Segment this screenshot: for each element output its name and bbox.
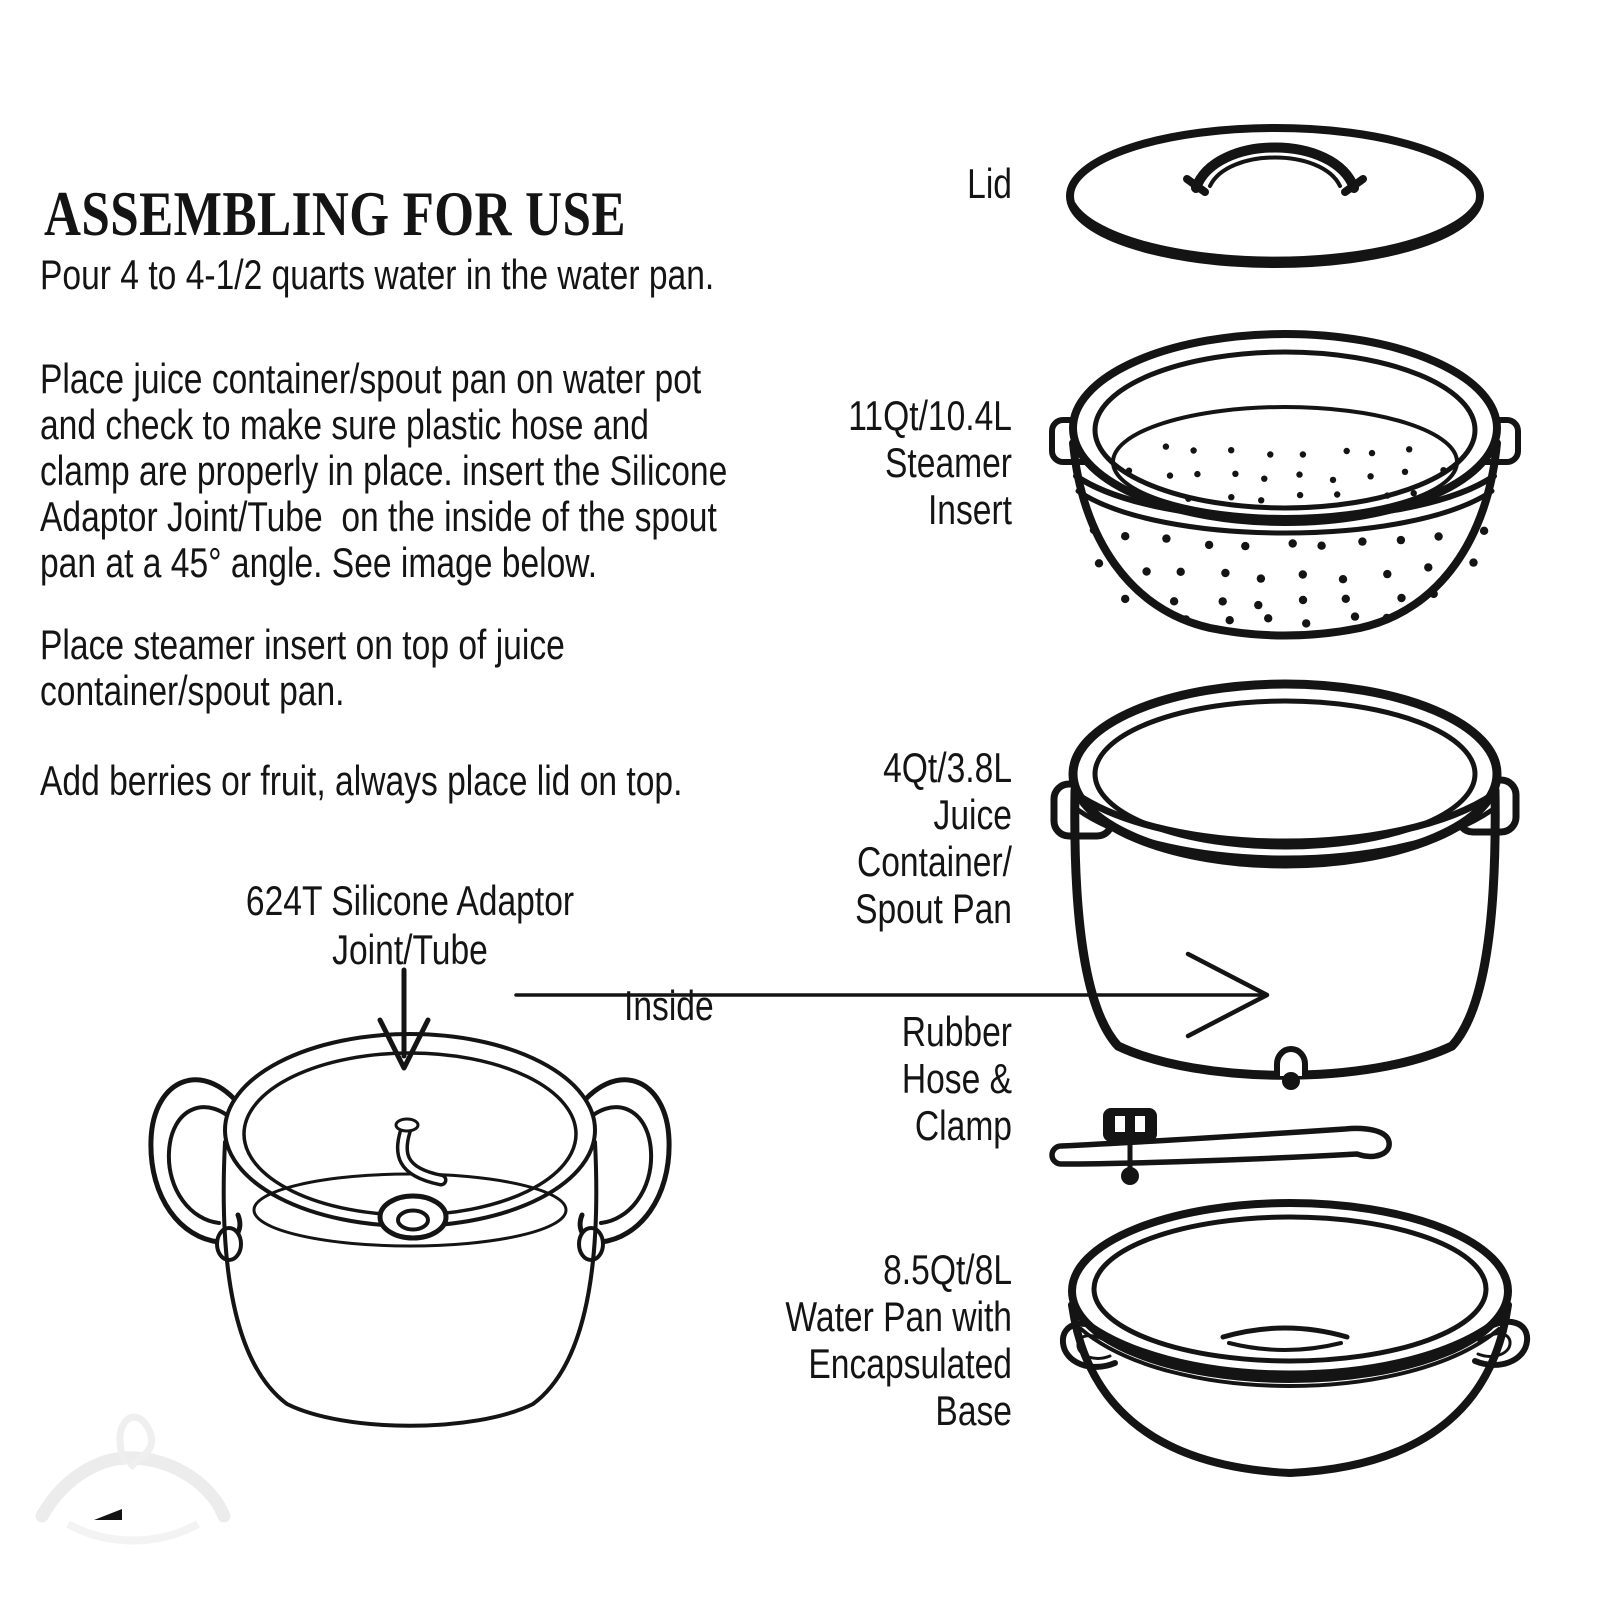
part-label-water-pan: 8.5Qt/8L Water Pan with Encapsulated Bas… (785, 1246, 1012, 1434)
water-pan-shapes (1059, 1199, 1531, 1477)
instruction-paragraph-1: Pour 4 to 4-1/2 quarts water in the wate… (40, 251, 715, 298)
adaptor-callout-label: 624T Silicone Adaptor Joint/Tube (245, 877, 575, 973)
down-arrow-shapes (377, 967, 431, 1071)
lid-handle (1191, 142, 1359, 193)
watermark-logo (35, 1413, 231, 1545)
instruction-paragraph-4: Add berries or fruit, always place lid o… (40, 757, 683, 804)
spout-pan-shapes (148, 1032, 672, 1428)
spout-hole (377, 1193, 449, 1241)
spout-nub (1274, 1046, 1308, 1079)
hose-shapes (1049, 1108, 1392, 1185)
inside-label: Inside (624, 982, 714, 1029)
clamp-screw (1121, 1167, 1139, 1185)
rubber-hose-drawing (1049, 1108, 1392, 1185)
lid-shapes (1066, 124, 1484, 268)
pot-body (221, 1140, 599, 1428)
part-label-juice-container: 4Qt/3.8L Juice Container/ Spout Pan (855, 744, 1012, 932)
water-pan-drawing (1059, 1199, 1531, 1477)
watermark-shapes (35, 1413, 231, 1545)
part-label-steamer-insert: 11Qt/10.4L Steamer Insert (848, 392, 1012, 533)
spout-pan-drawing (148, 1032, 672, 1428)
spout-outlet (1282, 1072, 1300, 1090)
instruction-paragraph-2: Place juice container/spout pan on water… (40, 355, 728, 586)
juice-container-shapes (1050, 679, 1520, 1090)
juice-container-drawing (1050, 679, 1520, 1090)
instruction-paragraph-3: Place steamer insert on top of juice con… (40, 621, 565, 714)
encapsulated-base (1220, 1325, 1350, 1340)
perforation-dots-body (1089, 525, 1489, 628)
right-arrow-icon (514, 951, 1270, 1039)
hose (1049, 1125, 1392, 1167)
steamer-shapes (1049, 330, 1521, 640)
lid-drawing (1066, 124, 1484, 268)
clamp (1103, 1108, 1157, 1142)
inside-arrow-shapes (514, 951, 1270, 1039)
steamer-insert-drawing (1049, 330, 1521, 640)
part-label-lid: Lid (967, 160, 1012, 207)
page-title: ASSEMBLING FOR USE (44, 177, 626, 249)
down-arrow-icon (377, 967, 431, 1071)
part-label-rubber-hose: Rubber Hose & Clamp (901, 1008, 1012, 1149)
